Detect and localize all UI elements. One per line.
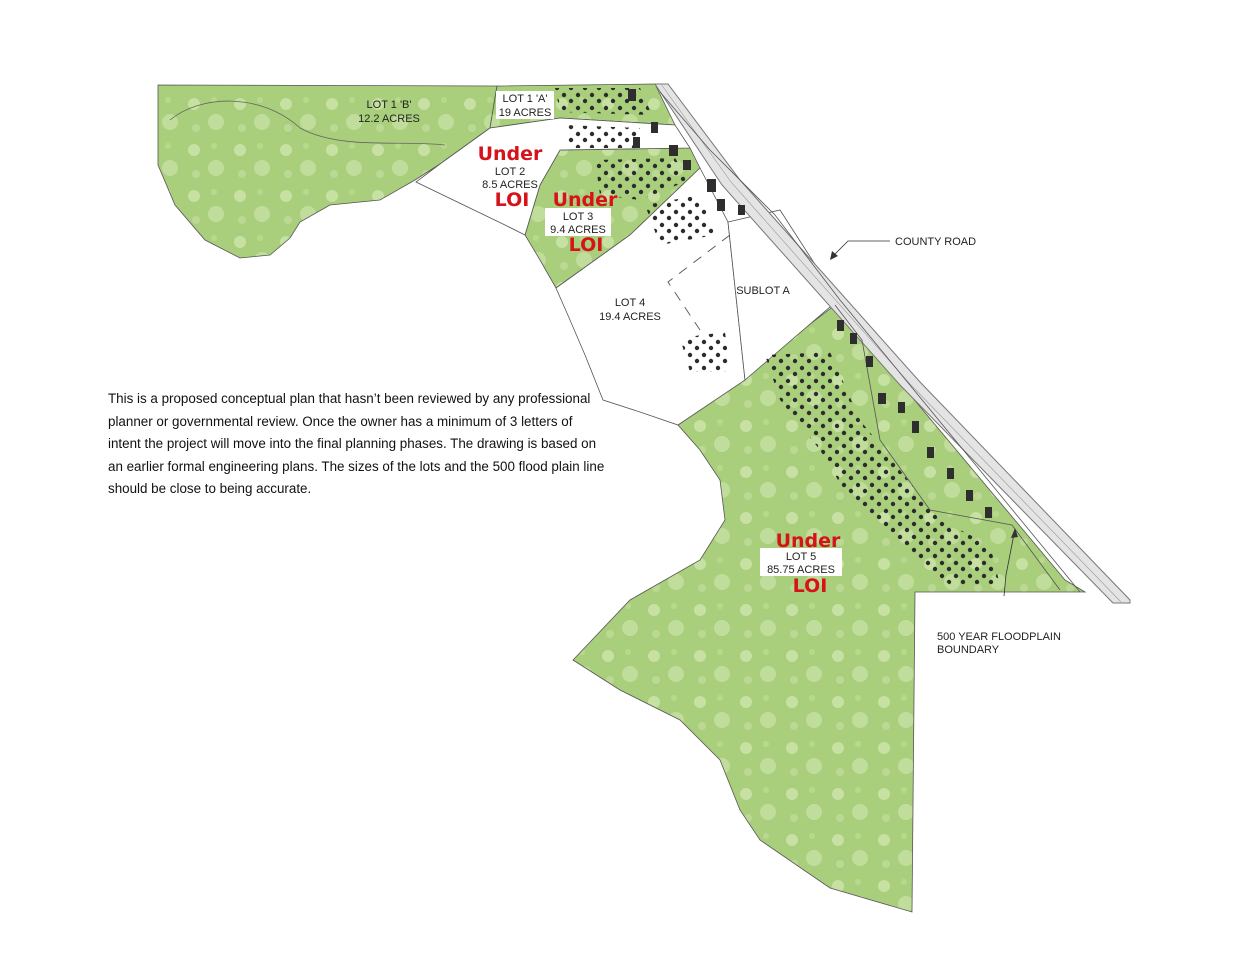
sublot-a-name: SUBLOT A [736,285,790,297]
building-icon [966,490,973,501]
tree-cluster-lot-4-upper [645,195,715,245]
lot-4-acres: 19.4 ACRES [599,311,661,323]
lot-5-status-top: Under [776,530,841,552]
lot-5-parcel [572,304,1087,913]
county-road-callout: COUNTY ROAD [830,236,976,260]
county-road-leader [832,240,890,257]
building-icon [985,507,992,518]
building-icon [912,421,919,433]
lot-3-acres: 9.4 ACRES [550,224,606,236]
lot-1a-name: LOT 1 'A' [503,93,548,105]
lot-2-status-bottom: LOI [495,189,530,211]
plan-disclaimer-note: This is a proposed conceptual plan that … [108,391,605,496]
building-icon [628,89,636,101]
tree-cluster-lot-4-lower [680,332,730,372]
tree-cluster-lot-5 [765,352,1000,585]
lot-1b-name: LOT 1 'B' [367,99,412,111]
lot-5-label-bg [760,548,842,576]
building-icon [850,333,857,344]
building-icon [683,160,691,170]
county-road-arrowhead [830,251,838,260]
lot-1b-inner-line [169,100,446,146]
building-icon [707,179,716,192]
building-icon [866,356,873,367]
building-icon [669,145,678,156]
floodplain-leader [1003,533,1015,597]
floodplain-label-line-2: BOUNDARY [937,644,1000,656]
lot-3-status-top: Under [553,189,618,211]
lot-3-name: LOT 3 [563,211,593,223]
building-icon [651,122,658,133]
lot-4-name: LOT 4 [615,297,645,309]
building-icon [837,320,844,331]
building-icon [927,447,934,458]
lot-2-status-top: Under [478,143,543,165]
lot-5-status-bottom: LOI [793,575,828,597]
county-road-centerline [660,83,1122,603]
lot-2-acres: 8.5 ACRES [482,179,538,191]
lot-5-acres: 85.75 ACRES [767,564,835,576]
lot-3-label-bg [545,208,611,236]
building-icon [878,393,886,404]
building-icon [738,205,745,215]
tree-cluster-lot-2 [565,125,640,148]
tree-cluster-lot-3 [595,158,690,200]
lot-2-name: LOT 2 [495,166,525,178]
building-icon [947,468,954,479]
lot-1a-label-bg [496,91,554,119]
lot-1b-acres: 12.2 ACRES [358,113,420,125]
lot-1a-acres: 19 ACRES [499,107,552,119]
floodplain-label-line-1: 500 YEAR FLOODPLAIN [937,631,1061,643]
lot-3-status-bottom: LOI [569,234,604,256]
county-road [654,83,1131,604]
lot-4-dashed-line [667,234,731,331]
floodplain-callout: 500 YEAR FLOODPLAIN BOUNDARY [937,528,1061,656]
building-icon [633,137,640,148]
frontage-line [659,91,1081,593]
county-road-label: COUNTY ROAD [895,236,976,248]
building-icon [898,402,905,413]
floodplain-boundary-line [834,304,1061,591]
building-icons [628,89,992,518]
lot-5-name: LOT 5 [786,551,816,563]
tree-cluster-lot-1a [555,88,652,115]
building-icon [717,199,725,211]
floodplain-arrowhead [1011,528,1018,538]
